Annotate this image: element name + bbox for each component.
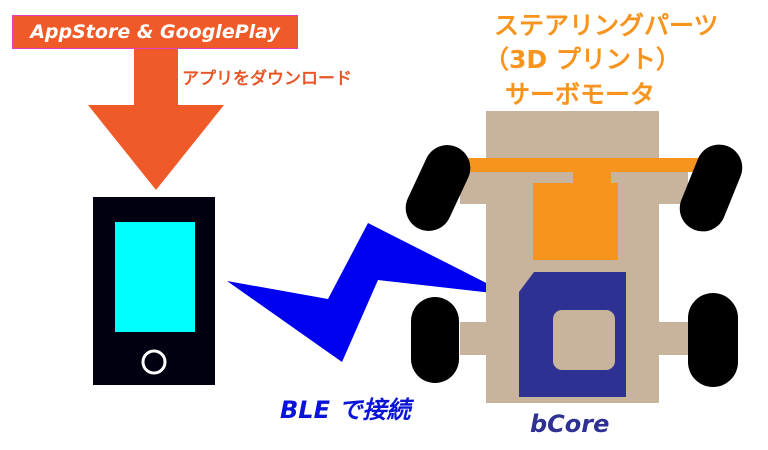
ble-lightning-bolt: [227, 223, 510, 362]
robot-car: [405, 111, 743, 403]
download-arrow: [88, 49, 224, 190]
wheel-rear-right: [688, 293, 738, 387]
store-label: AppStore & GooglePlay: [12, 15, 298, 49]
ble-label: BLE で接続: [280, 396, 411, 424]
steering-label-line1: ステアリングパーツ: [494, 11, 719, 40]
wheel-rear-left: [411, 297, 459, 383]
smartphone: [93, 197, 215, 385]
bcore-label: bCore: [530, 410, 610, 438]
wheel-front-left: [405, 145, 471, 231]
servo-label: サーボモータ: [505, 80, 656, 109]
download-label: アプリをダウンロード: [182, 69, 352, 89]
wheel-front-right: [679, 144, 743, 232]
phone-screen: [115, 222, 195, 332]
bcore-center: [553, 310, 615, 370]
phone-home-button: [141, 349, 167, 375]
steering-stem: [573, 172, 611, 184]
servo-motor: [533, 183, 618, 260]
steering-bar: [455, 158, 700, 172]
steering-label-line2: （3D プリント）: [484, 45, 681, 74]
